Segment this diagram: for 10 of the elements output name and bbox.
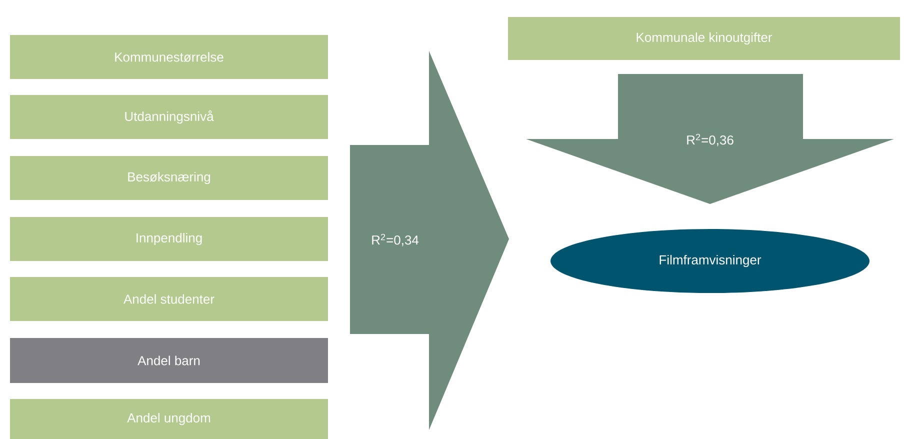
label-box: Andel ungdom xyxy=(10,399,328,439)
label-box: Andel barn xyxy=(10,338,328,383)
label-box: Kommunestørrelse xyxy=(10,35,328,79)
label-box: Innpendling xyxy=(10,217,328,261)
pointed-panel: R$^{2}$=0,36 xyxy=(526,74,894,204)
label-box: Besøksnæring xyxy=(10,156,328,200)
label-box: Kommunale kinoutgifter xyxy=(508,17,900,60)
label-box: Andel studenter xyxy=(10,277,328,321)
label-box: Utdanningsnivå xyxy=(10,95,328,139)
pointed-panel: R$^{2}$=0,34 xyxy=(350,51,509,430)
